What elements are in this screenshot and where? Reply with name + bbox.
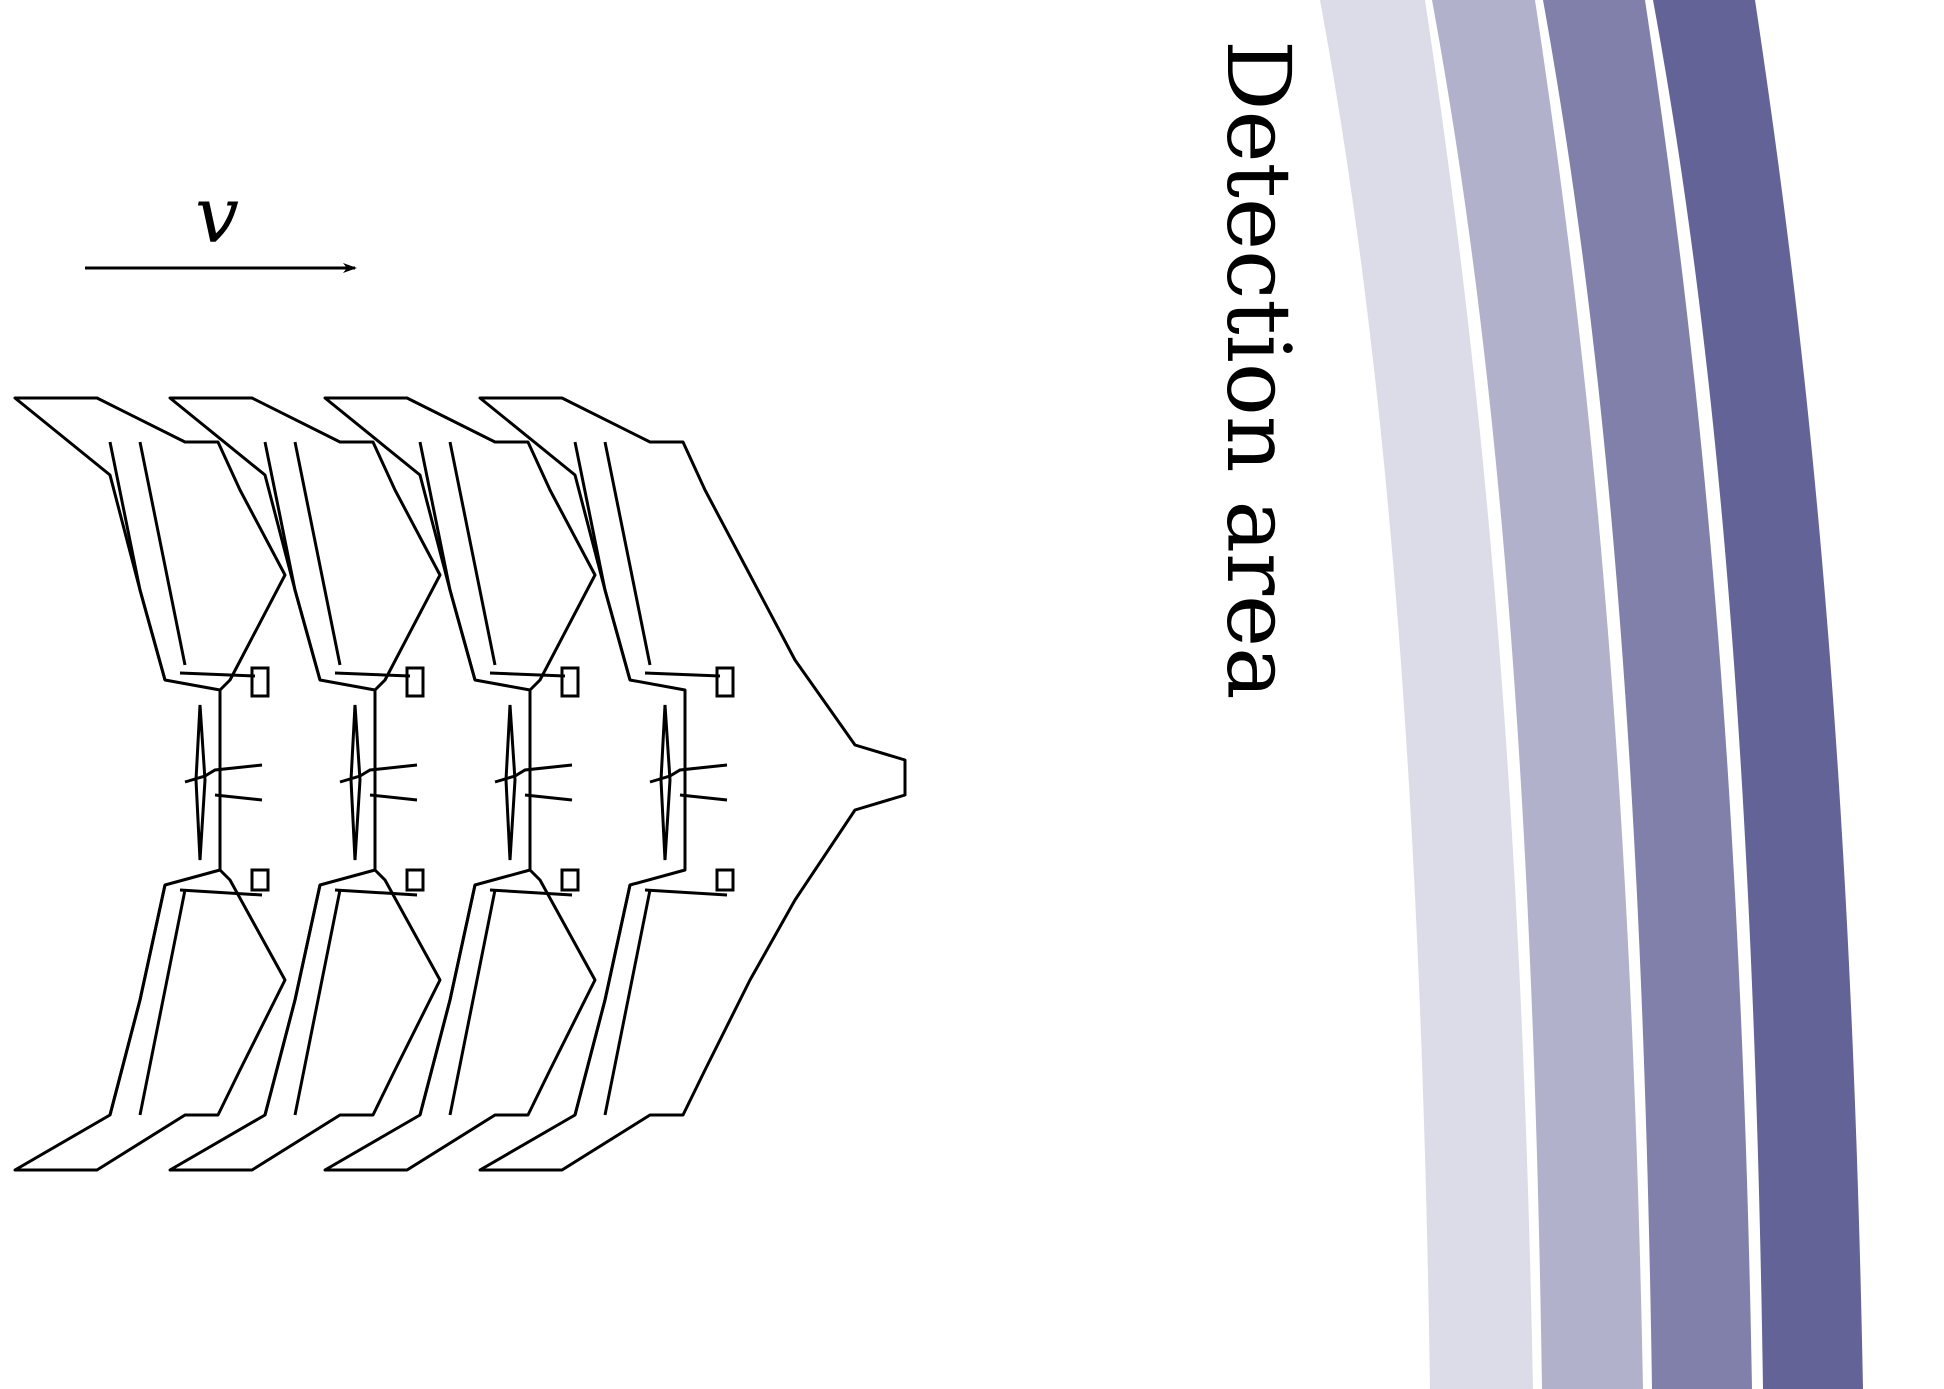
aircraft-frame-3 [323, 396, 597, 1172]
spar-line [418, 441, 477, 681]
control-rod [334, 888, 418, 897]
servo-icon [405, 666, 425, 698]
control-rod [644, 671, 721, 678]
spar-line [263, 884, 322, 1116]
spar-line [138, 889, 187, 1116]
detection-band-2 [1432, 0, 1643, 1389]
velocity-label: v [195, 171, 239, 261]
control-rod [489, 888, 573, 897]
servo-icon [250, 666, 270, 698]
servo-icon [715, 666, 735, 698]
spar-line [603, 889, 652, 1116]
spar-line [573, 884, 632, 1116]
detection-band-3 [1543, 0, 1752, 1389]
spar-line [603, 441, 652, 666]
aircraft-frames [13, 396, 907, 1172]
motor-mount [184, 763, 263, 802]
spar-line [418, 884, 477, 1116]
spar-line [263, 441, 322, 681]
propeller-icon [504, 704, 517, 861]
detection-band-4 [1653, 0, 1863, 1389]
spar-line [293, 889, 342, 1116]
control-rod [179, 671, 256, 678]
servo-icon [560, 666, 580, 698]
velocity-indicator: v [85, 171, 357, 273]
spar-line [108, 884, 167, 1116]
wing-outline [168, 396, 442, 1172]
spar-line [573, 441, 632, 681]
servo-icon [405, 868, 425, 892]
spar-line [108, 441, 167, 681]
aircraft-frame-4 [478, 396, 907, 1172]
spar-line [448, 441, 497, 666]
detection-band-1 [1320, 0, 1533, 1389]
wing-outline [323, 396, 597, 1172]
detection-bands [1320, 0, 1863, 1389]
motor-mount [339, 763, 418, 802]
spar-line [293, 441, 342, 666]
control-rod [334, 671, 411, 678]
propeller-icon [349, 704, 362, 861]
spar-line [448, 889, 497, 1116]
control-rod [644, 888, 728, 897]
servo-icon [560, 868, 580, 892]
propeller-icon [194, 704, 207, 861]
spar-line [138, 441, 187, 666]
detection-area-label: Detection area [1207, 40, 1310, 700]
aircraft-frame-1 [13, 396, 287, 1172]
motor-mount [649, 763, 728, 802]
servo-icon [715, 868, 735, 892]
wing-outline [13, 396, 287, 1172]
control-rod [489, 671, 566, 678]
wing-outline [478, 396, 907, 1172]
motor-mount [494, 763, 573, 802]
control-rod [179, 888, 263, 897]
aircraft-frame-2 [168, 396, 442, 1172]
propeller-icon [659, 704, 672, 861]
servo-icon [250, 868, 270, 892]
